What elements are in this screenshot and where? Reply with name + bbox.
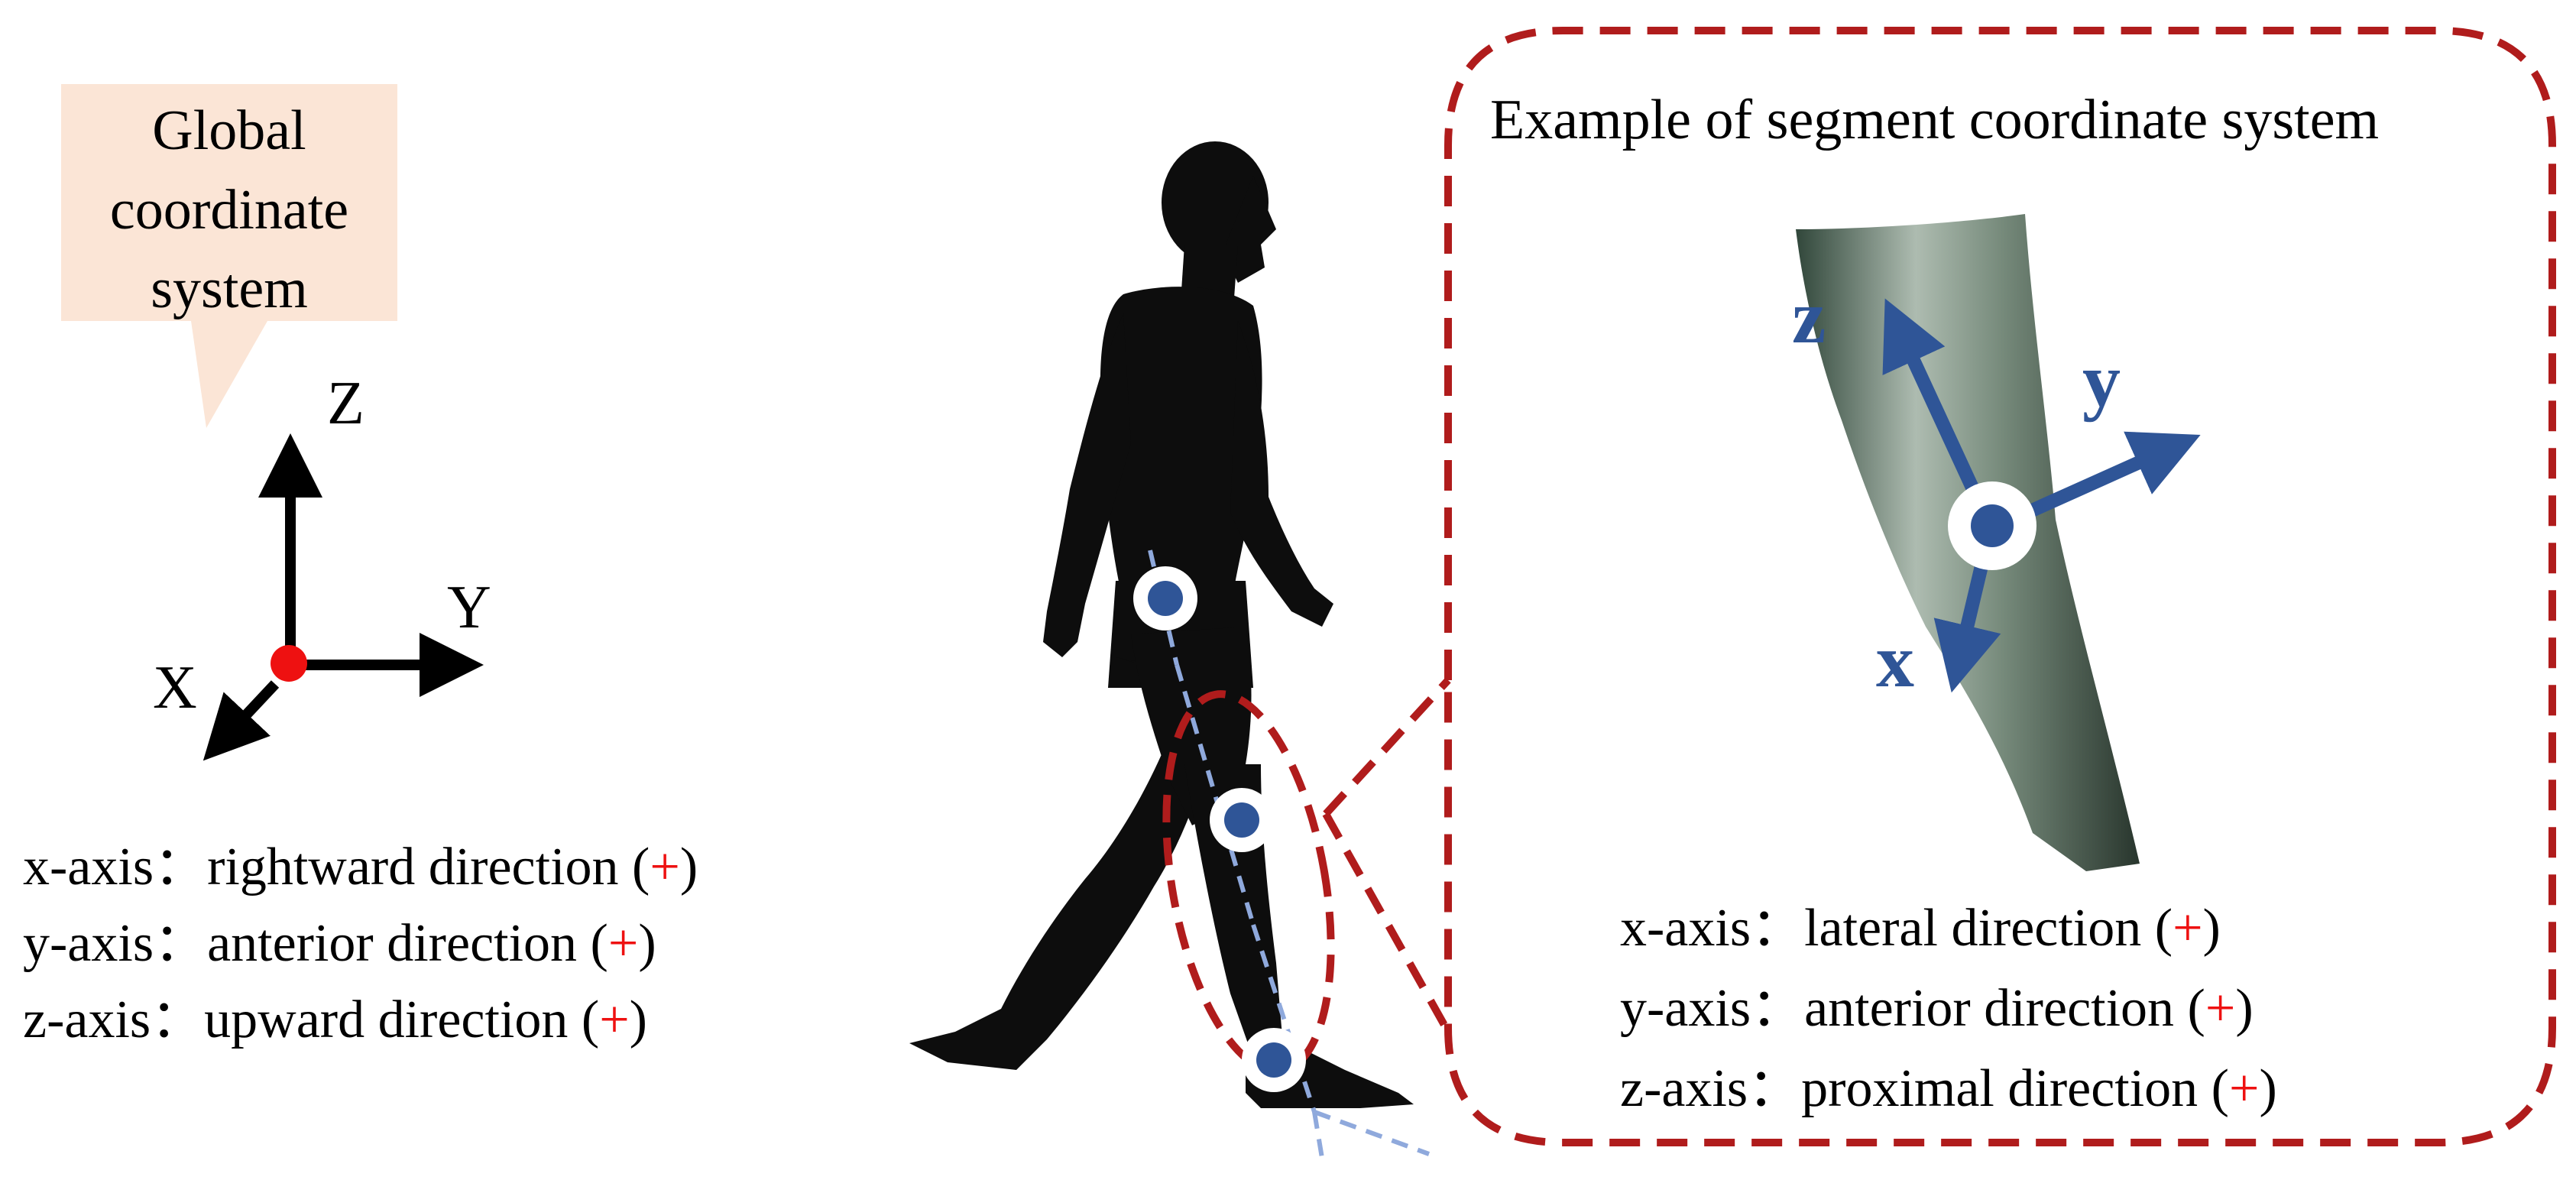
figure-front-arm	[1230, 321, 1333, 627]
callout-line-3: system	[151, 258, 308, 321]
global-callout-text: Global coordinate system	[61, 92, 397, 329]
x-axis-arrow	[203, 680, 280, 761]
ankle-marker-icon	[1242, 1028, 1306, 1092]
global-def-y: y-axis：anterior direction (+)	[23, 914, 656, 973]
segment-def-z: z-axis：proximal direction (+)	[1620, 1059, 2277, 1118]
knee-marker-icon	[1210, 788, 1274, 852]
global-def-x: x-axis：rightward direction (+)	[23, 838, 698, 896]
global-y-label: Y	[447, 574, 491, 641]
figure-torso	[1100, 287, 1262, 604]
segment-y-label: y	[2082, 338, 2121, 423]
figure-back-arm	[1043, 313, 1131, 657]
segment-z-label: z	[1792, 274, 1826, 359]
global-z-label: Z	[327, 370, 365, 437]
segment-axes	[1882, 298, 2201, 693]
segment-def-y: y-axis：anterior direction (+)	[1620, 979, 2254, 1038]
callout-line-1: Global	[152, 99, 306, 162]
joint-markers	[1133, 566, 1306, 1092]
global-def-z: z-axis：upward direction (+)	[23, 990, 647, 1049]
global-callout-bubble	[61, 84, 397, 428]
segment-x-label: x	[1876, 618, 1914, 703]
walking-figure	[909, 141, 1414, 1108]
zoom-connectors	[1322, 677, 1452, 1034]
origin-dot-icon	[271, 645, 307, 682]
segment-def-x: x-axis：lateral direction (+)	[1620, 899, 2221, 958]
segment-panel-title: Example of segment coordinate system	[1490, 89, 2380, 151]
global-axes	[203, 433, 484, 761]
segment-origin-marker-icon	[1948, 481, 2036, 570]
hip-marker-icon	[1133, 566, 1197, 631]
global-x-label: X	[153, 654, 197, 721]
callout-line-2: coordinate	[109, 178, 349, 242]
